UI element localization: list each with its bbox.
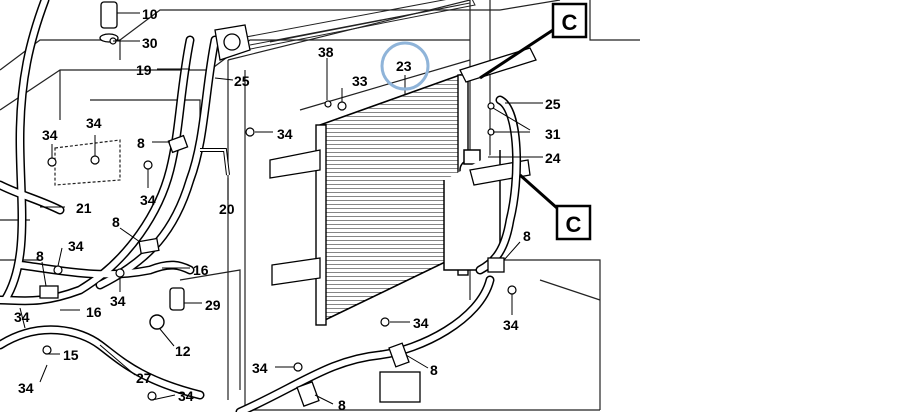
callout-34-a: 34	[86, 115, 102, 131]
callout-8-d: 8	[430, 362, 438, 378]
callout-31: 31	[545, 126, 561, 142]
callout-27: 27	[136, 370, 152, 386]
section-c-label-right: C	[566, 212, 582, 237]
callout-34-g: 34	[14, 309, 30, 325]
callout-34-e: 34	[68, 238, 84, 254]
callout-8-f: 8	[338, 397, 346, 412]
callout-12: 12	[175, 343, 191, 359]
section-c-box-top: C	[551, 2, 588, 39]
callout-19: 19	[136, 62, 152, 78]
leader-lines	[19, 12, 543, 405]
callout-16-b: 16	[86, 304, 102, 320]
section-c-label-top: C	[562, 10, 578, 35]
callout-30: 30	[142, 35, 158, 51]
callout-8-e: 8	[523, 228, 531, 244]
callout-34-c: 34	[277, 126, 293, 142]
callout-8-a: 8	[137, 135, 145, 151]
section-c-box-right: C	[555, 204, 592, 241]
highlight-circle	[380, 41, 430, 91]
callout-10: 10	[142, 6, 158, 22]
callout-25-top: 25	[234, 73, 250, 89]
section-c-pointers	[479, 28, 558, 210]
callout-34-j: 34	[413, 315, 429, 331]
part-10-cap	[99, 1, 119, 43]
part-29-fitting	[169, 287, 185, 311]
bolts	[42, 37, 517, 401]
valve-assembly	[214, 24, 251, 61]
callout-8-c: 8	[36, 248, 44, 264]
callout-24: 24	[545, 150, 561, 166]
callout-15: 15	[63, 347, 79, 363]
callout-38: 38	[318, 44, 334, 60]
callout-33: 33	[352, 73, 368, 89]
callout-34-l: 34	[252, 360, 268, 376]
callout-34-k: 34	[503, 317, 519, 333]
part-12-coupling	[149, 314, 165, 330]
callout-34-b: 34	[42, 127, 58, 143]
callout-8-b: 8	[112, 214, 120, 230]
callout-numbers: 10 30 19 25 38 33 23 25 31 24 34 34 8 34…	[14, 6, 561, 412]
callout-23: 23	[396, 58, 412, 74]
callout-34-d: 34	[140, 192, 156, 208]
hose-clamps	[39, 134, 505, 407]
callout-16-a: 16	[193, 262, 209, 278]
callout-34-h: 34	[18, 380, 34, 396]
callout-21: 21	[76, 200, 92, 216]
callout-34-i: 34	[178, 388, 194, 404]
callout-25-right: 25	[545, 96, 561, 112]
condenser-left-header	[315, 124, 327, 326]
callout-34-f: 34	[110, 293, 126, 309]
callout-29: 29	[205, 297, 221, 313]
pipe-20	[200, 148, 230, 176]
callout-20: 20	[219, 201, 235, 217]
